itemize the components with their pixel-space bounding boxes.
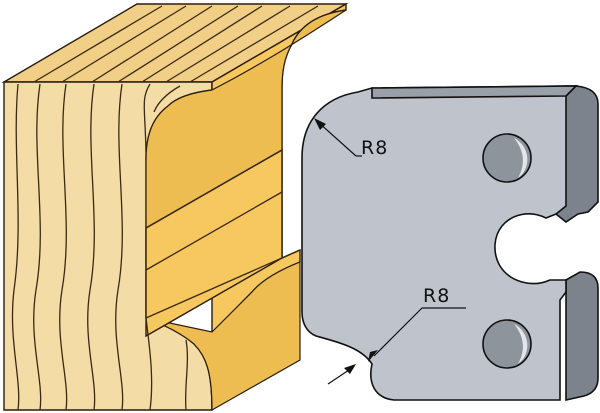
wood-fillet-face bbox=[145, 261, 301, 412]
radius-annotation-bottom: R8 bbox=[327, 285, 466, 385]
knife-side-edge-lower bbox=[565, 271, 599, 401]
lower-mounting-hole bbox=[482, 319, 532, 369]
wood-cove-face bbox=[145, 9, 347, 230]
knife-top-bevel bbox=[371, 85, 578, 99]
radius-annotation-top: R8 bbox=[314, 118, 388, 159]
radius-label-bottom: R8 bbox=[423, 285, 450, 307]
wood-moulding bbox=[1, 2, 349, 412]
front-grain-lines bbox=[11, 83, 189, 411]
upper-mounting-hole bbox=[482, 133, 532, 183]
radius-label-top: R8 bbox=[361, 137, 388, 159]
cutter-knife bbox=[301, 85, 599, 401]
knife-face bbox=[301, 85, 578, 401]
top-grain-lines bbox=[33, 5, 319, 83]
